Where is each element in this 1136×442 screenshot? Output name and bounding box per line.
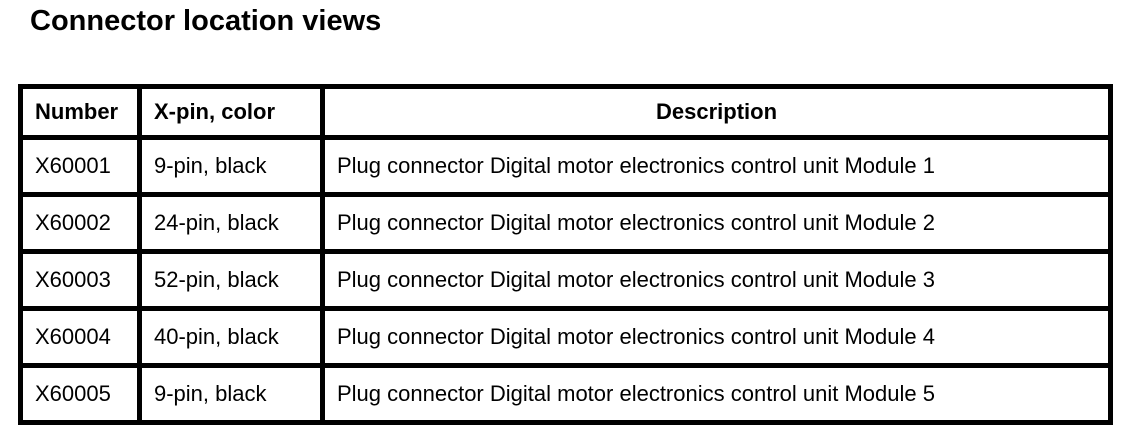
col-header-description: Description (320, 84, 1113, 140)
cell-description: Plug connector Digital motor electronics… (320, 135, 1113, 197)
connector-location-table: Number X-pin, color Description X60001 9… (18, 84, 1113, 425)
table-row: X60002 24-pin, black Plug connector Digi… (18, 192, 1113, 254)
cell-xpin-color: 52-pin, black (137, 249, 325, 311)
cell-description: Plug connector Digital motor electronics… (320, 249, 1113, 311)
table-row: X60004 40-pin, black Plug connector Digi… (18, 306, 1113, 368)
cell-xpin-color: 24-pin, black (137, 192, 325, 254)
cell-number: X60005 (18, 363, 142, 425)
cell-number: X60001 (18, 135, 142, 197)
table-header-row: Number X-pin, color Description (18, 84, 1113, 140)
cell-description: Plug connector Digital motor electronics… (320, 306, 1113, 368)
col-header-xpin-color: X-pin, color (137, 84, 325, 140)
page-title: Connector location views (30, 5, 382, 37)
table-row: X60003 52-pin, black Plug connector Digi… (18, 249, 1113, 311)
cell-number: X60002 (18, 192, 142, 254)
cell-number: X60004 (18, 306, 142, 368)
col-header-number: Number (18, 84, 142, 140)
cell-description: Plug connector Digital motor electronics… (320, 192, 1113, 254)
cell-description: Plug connector Digital motor electronics… (320, 363, 1113, 425)
cell-number: X60003 (18, 249, 142, 311)
cell-xpin-color: 9-pin, black (137, 363, 325, 425)
table-row: X60001 9-pin, black Plug connector Digit… (18, 135, 1113, 197)
cell-xpin-color: 40-pin, black (137, 306, 325, 368)
table-row: X60005 9-pin, black Plug connector Digit… (18, 363, 1113, 425)
cell-xpin-color: 9-pin, black (137, 135, 325, 197)
